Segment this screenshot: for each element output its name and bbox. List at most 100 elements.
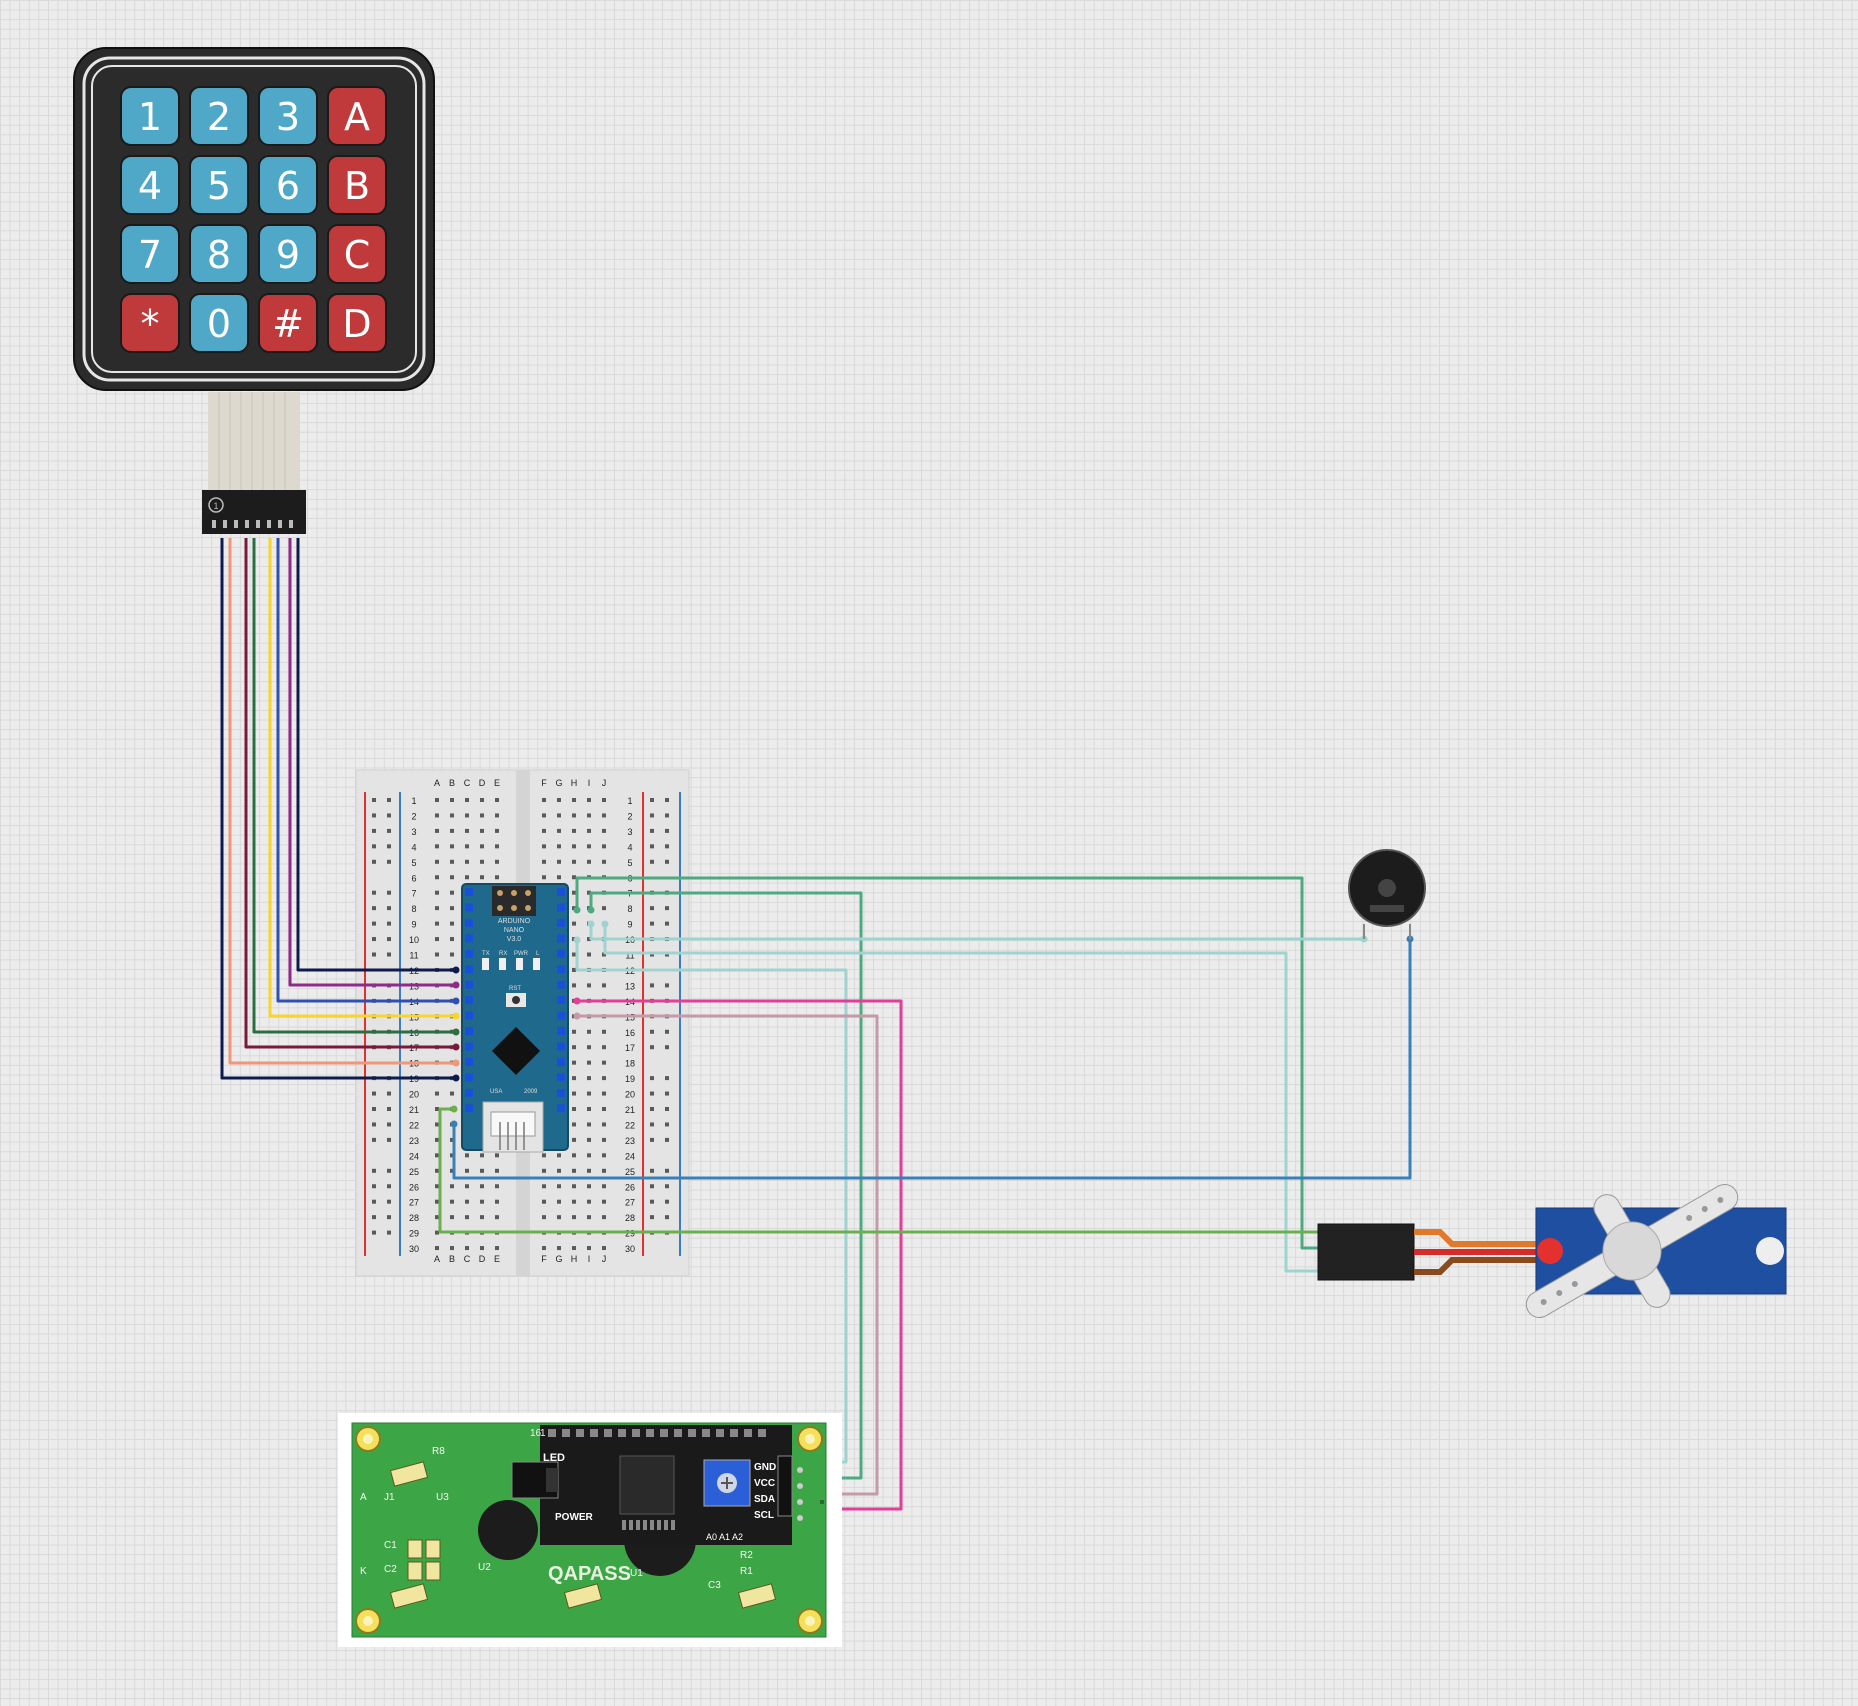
wire-buzzer-gnd[interactable] xyxy=(452,939,1412,1180)
row-number-right: 25 xyxy=(625,1167,635,1177)
lcd-16x2-i2c[interactable]: LED POWER A0 A1 A2 GND VCC SDA SCL QAPAS… xyxy=(338,1413,842,1647)
column-label: F xyxy=(541,778,547,788)
nano-pin xyxy=(465,1011,473,1020)
nano-pin xyxy=(465,1042,473,1051)
nano-pin xyxy=(465,1027,473,1036)
keypad-key-6[interactable]: 6 xyxy=(258,155,318,215)
row-number-left: 11 xyxy=(409,951,418,961)
lcd-header-pin xyxy=(702,1429,710,1437)
piezo-buzzer[interactable] xyxy=(1348,849,1426,939)
nano-title-3: V3.0 xyxy=(507,936,522,943)
row-number-right: 16 xyxy=(625,1028,635,1038)
keypad-key-C[interactable]: C xyxy=(327,224,387,284)
keypad-key-0[interactable]: 0 xyxy=(189,293,249,353)
keypad-key-star[interactable]: * xyxy=(120,293,180,353)
column-label: G xyxy=(555,778,562,788)
nano-reset-button-cap[interactable] xyxy=(512,996,520,1004)
column-label: B xyxy=(449,1254,455,1264)
wire-servo-power[interactable] xyxy=(575,876,1318,1250)
lcd-pin-vcc: VCC xyxy=(754,1478,775,1489)
row-number-left: 3 xyxy=(411,827,416,837)
smd-pad xyxy=(643,1520,647,1530)
row-number-right: 28 xyxy=(625,1213,635,1223)
row-number-left: 8 xyxy=(411,904,416,914)
pin1-marker xyxy=(208,497,224,513)
nano-pin xyxy=(465,888,473,896)
keypad-key-label: A xyxy=(344,95,370,139)
keypad-key-D[interactable]: D xyxy=(327,293,387,353)
keypad-key-2[interactable]: 2 xyxy=(189,86,249,146)
column-label: B xyxy=(449,778,455,788)
column-label: J xyxy=(602,778,607,788)
lcd-header-pin xyxy=(562,1429,570,1437)
smd-pad xyxy=(629,1520,633,1530)
nano-pin xyxy=(557,1057,565,1066)
row-number-right: 26 xyxy=(625,1182,635,1192)
keypad-key-1[interactable]: 1 xyxy=(120,86,180,146)
nano-pin xyxy=(557,996,565,1005)
smd-pad xyxy=(650,1520,654,1530)
arduino-nano[interactable]: ARDUINO NANO V3.0 TX RX PWR L RST USA 20… xyxy=(461,883,569,1153)
row-number-right: 11 xyxy=(625,951,634,961)
nano-pin xyxy=(465,980,473,989)
wire-keypad-5[interactable] xyxy=(268,538,456,1018)
smd-pad xyxy=(664,1520,668,1530)
lcd-addr-label: A0 A1 A2 xyxy=(706,1532,743,1542)
lcd-pin-gnd: GND xyxy=(754,1462,776,1473)
wire-keypad-8[interactable] xyxy=(296,538,456,972)
keypad-key-4[interactable]: 4 xyxy=(120,155,180,215)
row-number-left: 6 xyxy=(411,873,416,883)
pcb-label: R2 xyxy=(740,1550,753,1561)
keypad-key-hash[interactable]: # xyxy=(258,293,318,353)
wire-buzzer-pos[interactable] xyxy=(589,924,1364,941)
wire-servo-signal[interactable] xyxy=(603,924,1318,1273)
lcd-header-pin xyxy=(604,1429,612,1437)
servo-motor[interactable] xyxy=(1317,1136,1787,1365)
keypad-key-A[interactable]: A xyxy=(327,86,387,146)
i2c-chip xyxy=(619,1455,675,1515)
keypad-key-label: 8 xyxy=(207,233,231,277)
column-label: C xyxy=(464,1254,471,1264)
keypad-key-B[interactable]: B xyxy=(327,155,387,215)
keypad-key-label: # xyxy=(272,302,304,346)
nano-pin xyxy=(557,980,565,989)
wire-lcd-scl[interactable] xyxy=(577,999,903,1511)
wire-lcd-gnd[interactable] xyxy=(589,891,863,1480)
keypad-key-label: 4 xyxy=(138,164,162,208)
nano-usa-label: USA xyxy=(490,1089,502,1095)
nano-pwr-label: PWR xyxy=(514,951,529,957)
wire-keypad-7[interactable] xyxy=(288,538,456,987)
lcd-blob-left xyxy=(478,1500,538,1560)
nano-pin xyxy=(557,1011,565,1020)
keypad-key-9[interactable]: 9 xyxy=(258,224,318,284)
pcb-label: U3 xyxy=(436,1492,449,1503)
lcd-header-pin xyxy=(618,1429,626,1437)
row-number-right: 17 xyxy=(625,1043,635,1053)
row-number-right: 18 xyxy=(625,1059,635,1069)
wire-keypad-1[interactable] xyxy=(220,538,456,1080)
lcd-header-pin xyxy=(674,1429,682,1437)
column-label: D xyxy=(479,1254,486,1264)
keypad-key-5[interactable]: 5 xyxy=(189,155,249,215)
row-number-right: 13 xyxy=(625,981,635,991)
wire-keypad-6[interactable] xyxy=(276,538,456,1003)
row-number-left: 9 xyxy=(411,920,416,930)
lcd-led-label: LED xyxy=(543,1452,565,1464)
wire-keypad-3[interactable] xyxy=(244,538,456,1049)
pcb-label: K xyxy=(360,1566,367,1577)
wire-keypad-2[interactable] xyxy=(228,538,456,1065)
keypad-key-label: 3 xyxy=(276,95,300,139)
keypad-key-8[interactable]: 8 xyxy=(189,224,249,284)
wire-keypad-4[interactable] xyxy=(252,538,456,1034)
nano-pin xyxy=(465,1057,473,1066)
keypad-key-7[interactable]: 7 xyxy=(120,224,180,284)
pcb-label: 16 xyxy=(530,1428,542,1439)
wire-servo-vcc[interactable] xyxy=(438,1107,1318,1234)
keypad-key-3[interactable]: 3 xyxy=(258,86,318,146)
nano-pin xyxy=(557,965,565,974)
keypad-key-label: 6 xyxy=(276,164,300,208)
nano-pin xyxy=(465,1088,473,1097)
keypad-key-label: 9 xyxy=(276,233,300,277)
